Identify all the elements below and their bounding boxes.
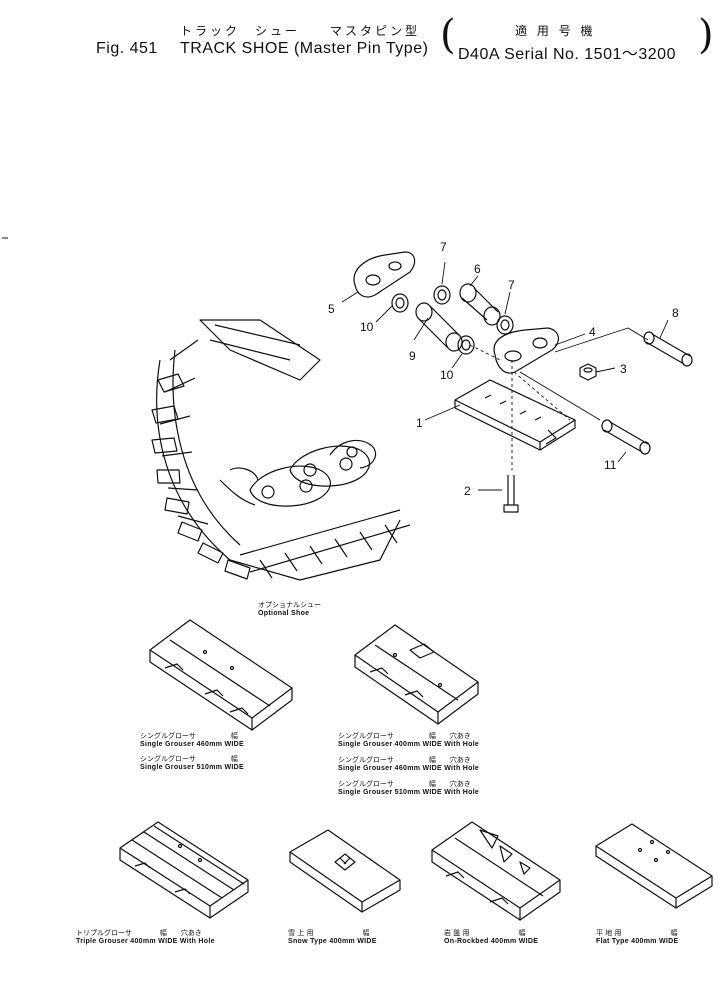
part-10-seal-lower	[457, 335, 475, 355]
optional-shoe-single-grouser-plain	[149, 619, 293, 731]
figure-number: Fig. 451	[96, 40, 158, 57]
page-title: TRACK SHOE (Master Pin Type)	[180, 40, 429, 57]
shoe-h3-label: Single Grouser 510mm WIDE With Hole	[338, 789, 480, 796]
part-7-seal-upper	[433, 285, 451, 305]
optional-shoe-triple-grouser	[119, 821, 249, 919]
part-11-pin	[601, 419, 651, 455]
part-3-nut	[579, 363, 597, 381]
part-7-seal-lower	[496, 315, 514, 335]
optional-shoe-single-grouser-hole	[354, 624, 479, 725]
optional-shoe-jp: オプショナルシュー	[258, 601, 321, 609]
callout-7-lower: 7	[508, 278, 515, 292]
right-paren: )	[698, 12, 714, 58]
shoe-h2-label: Single Grouser 460mm WIDE With Hole	[338, 765, 480, 772]
shoe-snow-jp: 雪 上 用 幅	[288, 929, 370, 937]
optional-shoe-snow-type	[289, 829, 401, 913]
header-jp-right: 適 用 号 機	[515, 24, 596, 38]
callout-6: 6	[474, 262, 481, 276]
part-8-master-pin	[643, 331, 693, 367]
part-2-bolt	[503, 475, 519, 513]
part-10-seal-upper	[391, 293, 409, 313]
part-6-bushing	[459, 283, 501, 326]
callout-10-lower: 10	[440, 368, 454, 382]
shoe-rock-label: On-Rockbed 400mm WIDE	[444, 938, 539, 945]
header-jp-left: トラック シュー マスタピン型	[180, 24, 421, 38]
optional-shoe-flat-type	[595, 823, 713, 909]
callout-7-upper: 7	[440, 240, 447, 254]
callout-4: 4	[589, 325, 596, 339]
callout-3: 3	[620, 362, 627, 376]
shoe-rock-jp: 岩 盤 用 幅	[444, 929, 526, 937]
shoe-h1-label: Single Grouser 400mm WIDE With Hole	[338, 741, 480, 748]
callout-9: 9	[409, 349, 416, 363]
callout-2: 2	[464, 484, 471, 498]
shoe-h1-jp: シングルグローサ 幅 穴あき	[338, 732, 471, 740]
callout-8: 8	[672, 306, 679, 320]
shoe-s1-jp: シングルグローサ 幅	[140, 732, 238, 740]
optional-shoe-label: Optional Shoe	[258, 610, 310, 617]
track-chain-illustration	[151, 319, 411, 581]
callout-1: 1	[416, 416, 423, 430]
part-4-master-link	[493, 327, 559, 374]
callout-11: 11	[604, 458, 617, 472]
callout-10-upper: 10	[360, 320, 374, 334]
shoe-triple-jp: トリプルグローサ 幅 穴あき	[76, 929, 202, 937]
leader-lines	[341, 261, 669, 491]
part-9-bushing	[415, 302, 463, 352]
shoe-h3-jp: シングルグローサ 幅 穴あき	[338, 780, 471, 788]
shoe-s2-jp: シングルグローサ 幅	[140, 755, 238, 763]
shoe-h2-jp: シングルグローサ 幅 穴あき	[338, 756, 471, 764]
shoe-s2-label: Single Grouser 510mm WIDE	[140, 764, 244, 771]
part-5-master-link	[353, 251, 416, 298]
serial-range: D40A Serial No. 1501～3200	[458, 46, 676, 63]
part-1-track-shoe	[454, 379, 576, 451]
shoe-snow-label: Snow Type 400mm WIDE	[288, 938, 377, 945]
shoe-s1-label: Single Grouser 460mm WIDE	[140, 741, 244, 748]
shoe-flat-jp: 平 地 用 幅	[596, 929, 678, 937]
optional-shoe-on-rockbed	[431, 821, 561, 921]
callout-5: 5	[328, 302, 335, 316]
left-paren: (	[440, 12, 456, 58]
shoe-triple-label: Triple Grouser 400mm WIDE With Hole	[76, 938, 215, 945]
shoe-flat-label: Flat Type 400mm WIDE	[596, 938, 679, 945]
